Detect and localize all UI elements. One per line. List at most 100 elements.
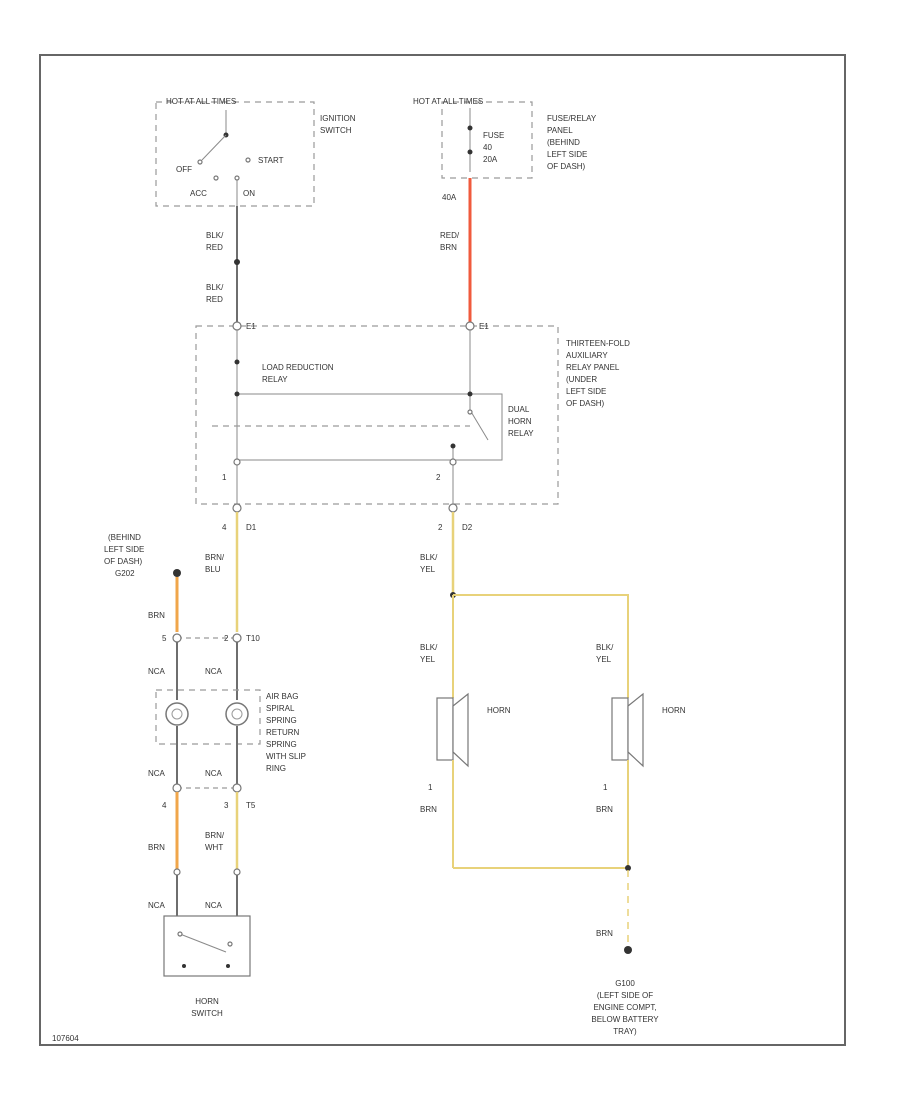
right-horn: HORN 1 [603, 692, 686, 792]
ignition-switch-box [155, 101, 315, 207]
auxiliary-relay-panel: THIRTEEN-FOLD AUXILIARY RELAY PANEL (UND… [195, 321, 630, 505]
relay-panel-name-1: THIRTEEN-FOLD [566, 339, 630, 348]
ignition-blade [201, 134, 227, 161]
fuse-panel-name-1: FUSE/RELAY [547, 114, 597, 123]
g100-line3: ENGINE COMPT, [593, 1003, 656, 1012]
fuse-pin-label: 40A [442, 193, 457, 202]
ignition-hot-label: HOT AT ALL TIMES [166, 97, 236, 106]
horn-relay-node [467, 391, 473, 397]
switch-conn-right [233, 868, 241, 876]
top-wires: BLK/ RED BLK/ RED RED/ BRN [206, 178, 472, 322]
fuse-node-bottom [467, 149, 473, 155]
relay-pin-right: 2 [436, 473, 441, 482]
relay-pin-left: 1 [222, 473, 227, 482]
fuse-label-3: 20A [483, 155, 498, 164]
air-bag-line4: RETURN [266, 728, 300, 737]
spiral-left-inner [171, 708, 183, 720]
t10-right [232, 633, 242, 643]
t5-left-pin: 4 [162, 801, 167, 810]
switch-conn-left [173, 868, 181, 876]
right-horn-label: HORN [662, 706, 686, 715]
horn-splice-bottom [625, 865, 631, 871]
fuse-panel-name-3: (BEHIND [547, 138, 580, 147]
wire-brn-blu-line2: BLU [205, 565, 221, 574]
wire-brn-wht-line2: WHT [205, 843, 223, 852]
relay-pin1-terminal [233, 458, 241, 466]
diagram-frame [39, 54, 846, 1046]
d1-connector [232, 503, 242, 513]
nca-left-bottom: NCA [148, 769, 166, 778]
left-horn-label: HORN [487, 706, 511, 715]
fuse-relay-panel: HOT AT ALL TIMES FUSE 40 20A FUSE/RELAY … [413, 97, 597, 202]
e1-right-connector [465, 321, 475, 331]
relay-panel-name-3: RELAY PANEL [566, 363, 620, 372]
wire-blk-yel-main-line2: YEL [420, 565, 436, 574]
relay-panel-box [195, 325, 559, 505]
t10-left-pin: 5 [162, 634, 167, 643]
relay-panel-name-2: AUXILIARY [566, 351, 608, 360]
t5-right [232, 783, 242, 793]
horn-relay-line3: RELAY [508, 429, 534, 438]
wire-brn-blu-line1: BRN/ [205, 553, 225, 562]
wire-blk-yel-right-line1: BLK/ [596, 643, 614, 652]
horn-switch-circuit: (BEHIND LEFT SIDE OF DASH) G202 BRN BRN/… [104, 512, 306, 1018]
nca-right-top: NCA [205, 667, 223, 676]
air-bag-line5: SPRING [266, 740, 297, 749]
e1-right-label: E1 [479, 322, 489, 331]
relay-pin2-terminal [449, 458, 457, 466]
nca-switch-left: NCA [148, 901, 166, 910]
wire-brn-left: BRN [148, 611, 165, 620]
d2-pin: 2 [438, 523, 443, 532]
relay-panel-name-5: LEFT SIDE [566, 387, 606, 396]
load-relay-node [234, 359, 240, 365]
right-horn-bell [627, 692, 644, 768]
fuse-label-2: 40 [483, 143, 492, 152]
wire-blk-yel-right-line2: YEL [596, 655, 612, 664]
wire-brn-lower-left-label: BRN [148, 843, 165, 852]
g202-line3: OF DASH) [104, 557, 143, 566]
horn-switch-box [163, 915, 251, 977]
air-bag-line3: SPRING [266, 716, 297, 725]
wire-brn-ground: BRN [596, 929, 613, 938]
e1-left-label: E1 [246, 322, 256, 331]
load-relay-line1: LOAD REDUCTION [262, 363, 334, 372]
horn-relay-box [236, 393, 503, 461]
left-horn-body [436, 697, 454, 761]
ground-g100 [624, 946, 632, 954]
t5-left [172, 783, 182, 793]
wire-brn-wht-line1: BRN/ [205, 831, 225, 840]
g202-line2: LEFT SIDE [104, 545, 144, 554]
fuse-node-top [467, 125, 473, 131]
e1-left-connector [232, 321, 242, 331]
horn-relay-contact [467, 409, 473, 415]
d2-label: D2 [462, 523, 473, 532]
relay-panel-name-6: OF DASH) [566, 399, 605, 408]
t5-right-pin: 3 [224, 801, 229, 810]
ignition-name-line2: SWITCH [320, 126, 352, 135]
horn-switch-line1: HORN [195, 997, 219, 1006]
ignition-off-label: OFF [176, 165, 192, 174]
wire-blk-yel-main-line1: BLK/ [420, 553, 438, 562]
t5-label: T5 [246, 801, 256, 810]
wire-brn-horn-left: BRN [420, 805, 437, 814]
wire-blk-yel-left-line2: YEL [420, 655, 436, 664]
nca-switch-right: NCA [205, 901, 223, 910]
ignition-switch: HOT AT ALL TIMES IGNITION SWITCH OFF STA… [155, 97, 356, 207]
t10-label: T10 [246, 634, 260, 643]
air-bag-line6: WITH SLIP [266, 752, 306, 761]
ignition-acc-label: ACC [190, 189, 207, 198]
horn-switch-contact-right [227, 941, 233, 947]
ignition-off-contact [197, 159, 203, 165]
g100-line1: G100 [615, 979, 635, 988]
d-connectors: 4 D1 2 D2 [222, 503, 473, 532]
t10-right-pin: 2 [224, 634, 229, 643]
d1-label: D1 [246, 523, 257, 532]
air-bag-spiral-box [155, 689, 261, 745]
g202-line1: (BEHIND [108, 533, 141, 542]
g202-line4: G202 [115, 569, 135, 578]
right-horn-body [611, 697, 629, 761]
ignition-name-line1: IGNITION [320, 114, 356, 123]
horn-switch-contact-left [177, 931, 183, 937]
spiral-right-outer [225, 702, 249, 726]
